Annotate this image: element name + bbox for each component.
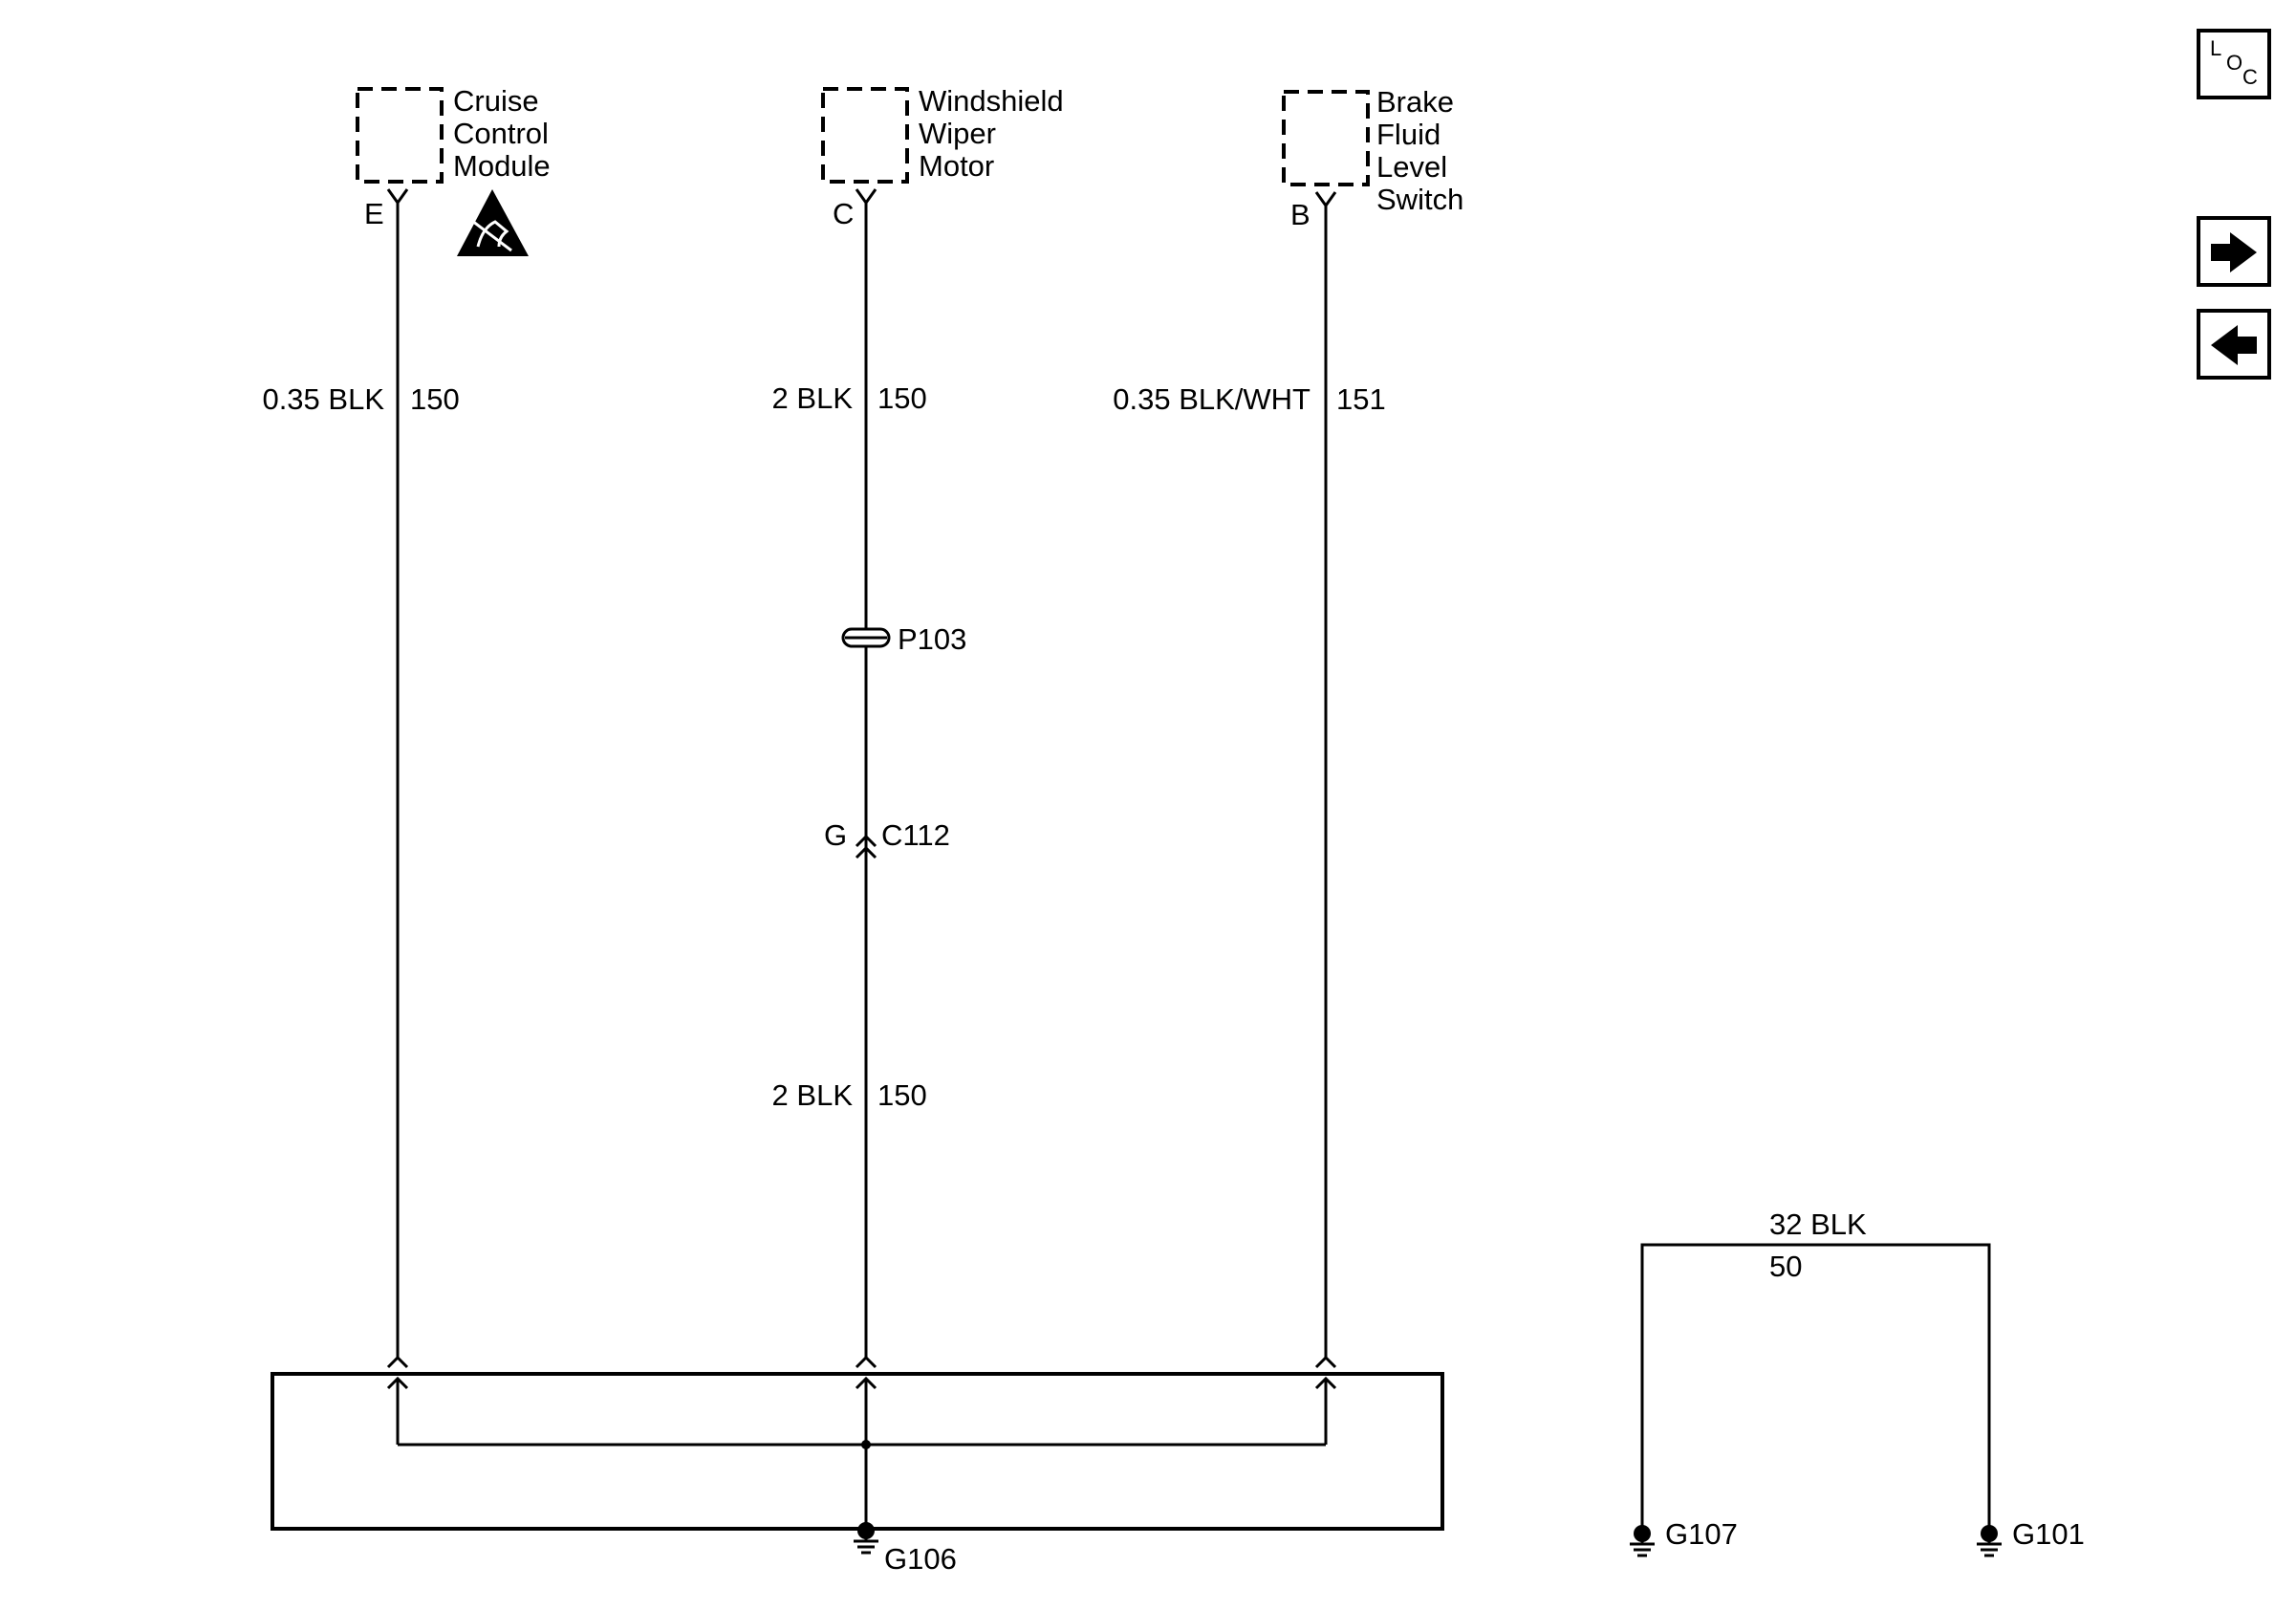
component-name-line: Cruise bbox=[453, 84, 539, 118]
windshield-wiper-motor: Windshield Wiper Motor C bbox=[821, 84, 1064, 230]
loc-letter: O bbox=[2226, 51, 2242, 75]
pin-label: C bbox=[833, 197, 854, 230]
component-name-line: Wiper bbox=[919, 117, 996, 150]
ground-label: G101 bbox=[2012, 1517, 2085, 1551]
terminal-symbol bbox=[386, 188, 409, 206]
circuit-number-label: 150 bbox=[877, 381, 927, 415]
connector-c112: G C112 bbox=[824, 818, 950, 859]
terminal-symbol bbox=[1314, 191, 1337, 208]
circuit-number-label: 150 bbox=[877, 1078, 927, 1112]
component-name-line: Brake bbox=[1376, 85, 1454, 119]
previous-page-button[interactable] bbox=[2197, 309, 2271, 380]
ground-distribution-block bbox=[271, 1355, 1444, 1531]
component-name-line: Fluid bbox=[1376, 118, 1440, 151]
circuit-number-label: 50 bbox=[1769, 1250, 1802, 1283]
splice-label: P103 bbox=[898, 622, 966, 656]
splice-p103: P103 bbox=[841, 622, 966, 656]
pin-label: B bbox=[1290, 198, 1310, 231]
wire-ground-pair bbox=[1640, 1243, 1991, 1534]
component-locator-button[interactable]: L O C bbox=[2197, 29, 2271, 99]
circuit-number-label: 151 bbox=[1336, 382, 1386, 416]
ground-pair-circuit: 32 BLK 50 G107 G101 bbox=[1630, 1208, 2085, 1557]
ground-label: G107 bbox=[1665, 1517, 1738, 1551]
component-name-line: Level bbox=[1376, 150, 1447, 184]
component-name-line: Windshield bbox=[919, 84, 1064, 118]
component-box-brake-switch bbox=[1282, 90, 1370, 186]
component-box-cruise-control bbox=[356, 87, 444, 184]
component-box-wiper-motor bbox=[821, 87, 909, 184]
wire-size-color-label: 32 BLK bbox=[1769, 1208, 1867, 1241]
component-name-line: Control bbox=[453, 117, 549, 150]
arrow-left-icon bbox=[2211, 325, 2257, 365]
brake-fluid-level-switch: Brake Fluid Level Switch B bbox=[1282, 85, 1463, 231]
cruise-control-module: Cruise Control Module E bbox=[356, 84, 551, 256]
ground-g106: G106 bbox=[854, 1522, 957, 1576]
next-page-button[interactable] bbox=[2197, 216, 2271, 287]
wire-size-color-label: 2 BLK bbox=[772, 381, 854, 415]
wire-size-color-label: 0.35 BLK bbox=[262, 382, 384, 416]
esd-warning-icon bbox=[457, 189, 529, 256]
connector-pin-label: G bbox=[824, 818, 847, 852]
component-name-line: Motor bbox=[919, 149, 994, 183]
ground-label: G106 bbox=[884, 1542, 957, 1576]
loc-letter: C bbox=[2242, 65, 2258, 89]
circuit-number-label: 150 bbox=[410, 382, 460, 416]
connector-label: C112 bbox=[881, 818, 950, 852]
component-name-line: Module bbox=[453, 149, 551, 183]
terminal-symbol bbox=[855, 188, 877, 206]
arrow-right-icon bbox=[2211, 232, 2257, 272]
pin-label: E bbox=[364, 197, 384, 230]
component-name-line: Switch bbox=[1376, 183, 1463, 216]
wire-size-color-label: 0.35 BLK/WHT bbox=[1113, 382, 1310, 416]
ground-block-outline bbox=[271, 1372, 1444, 1531]
ground-g107: G107 bbox=[1630, 1517, 1738, 1557]
loc-letter: L bbox=[2210, 36, 2221, 60]
ground-g101: G101 bbox=[1977, 1517, 2085, 1557]
wire-size-color-label: 2 BLK bbox=[772, 1078, 854, 1112]
